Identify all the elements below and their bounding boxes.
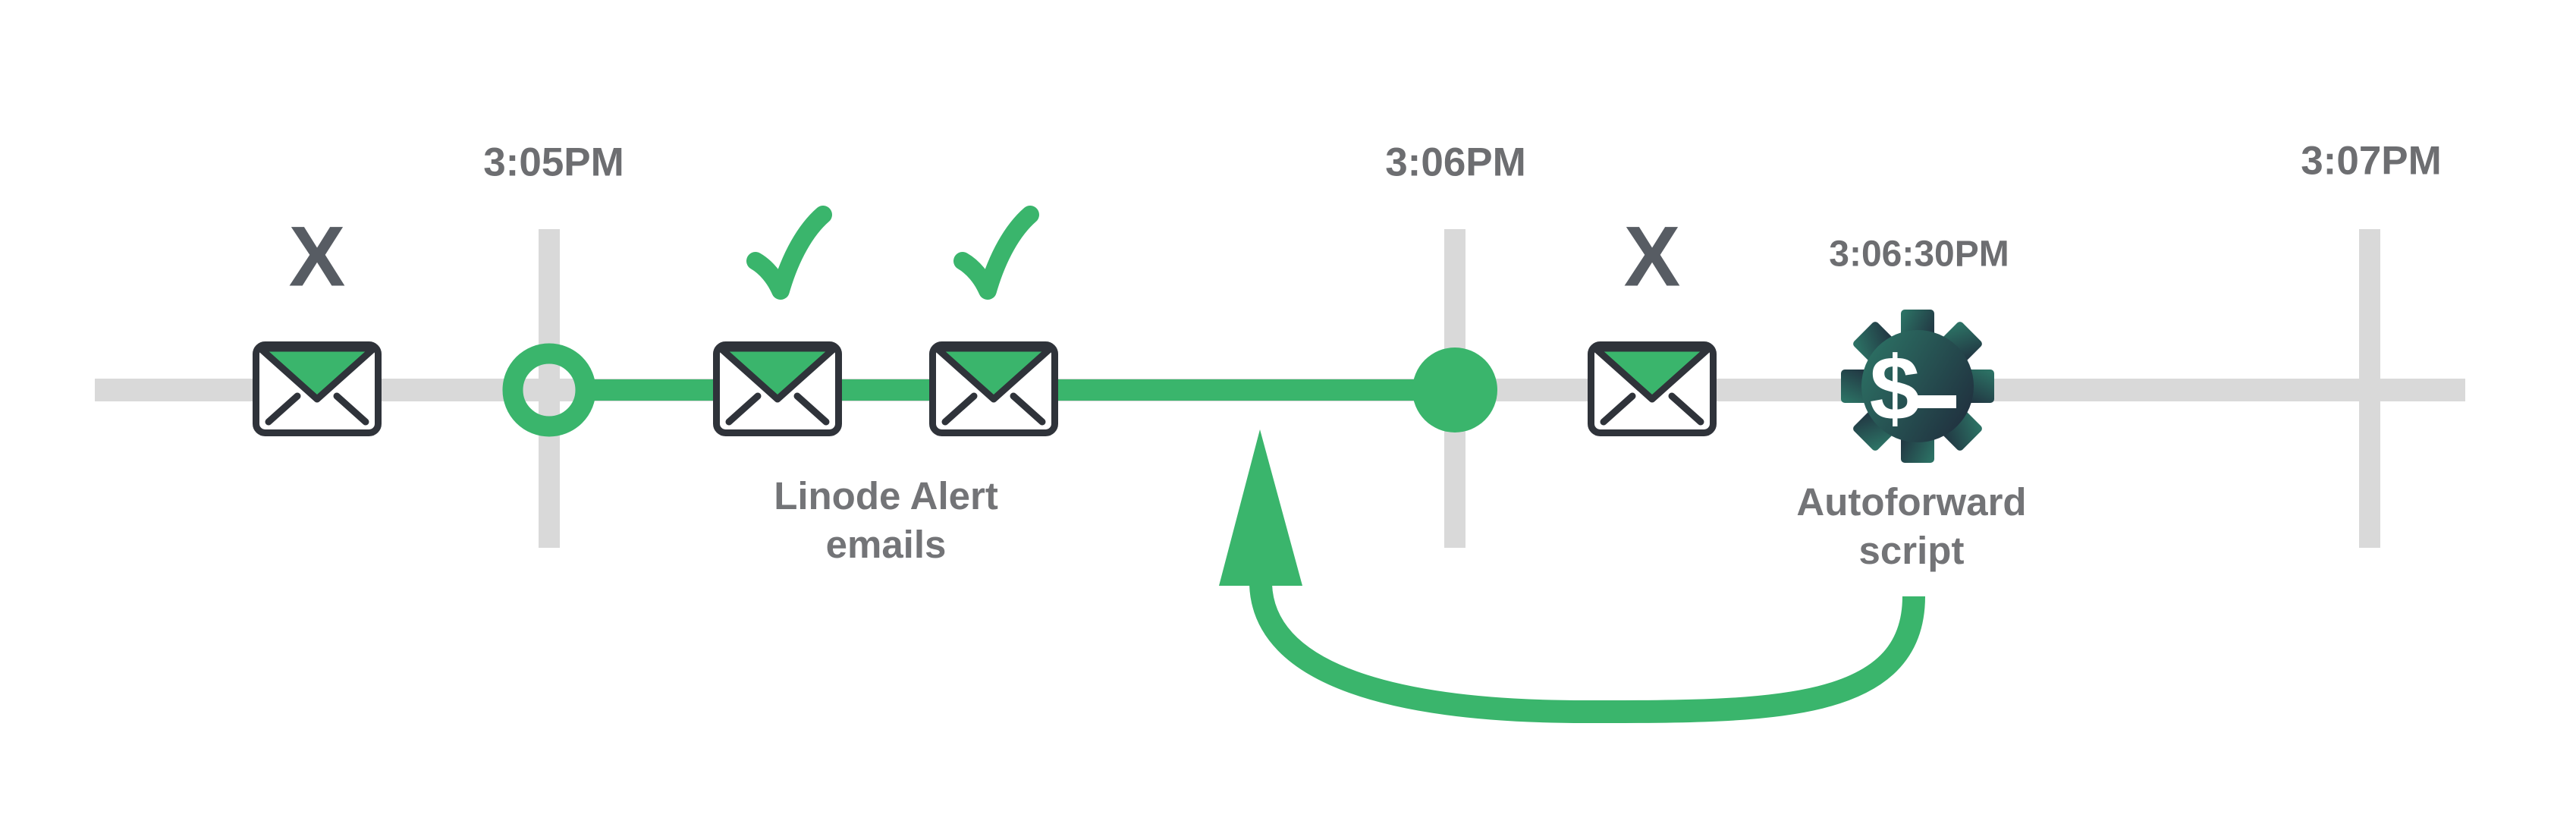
- timestamp-3-06: 3:06PM: [1385, 140, 1526, 185]
- alert-emails-label-line2: emails: [825, 523, 947, 566]
- tick-3-05: [539, 229, 560, 548]
- envelope-icon: [256, 345, 379, 433]
- envelope-icon: [1591, 345, 1714, 433]
- timestamp-3-07: 3:07PM: [2301, 138, 2442, 184]
- autoforward-script-label-line1: Autoforward: [1796, 480, 2027, 524]
- autoforward-script-label: Autoforward script: [1796, 478, 2026, 575]
- envelope-icon: [933, 345, 1055, 433]
- checkmark-icon: [963, 215, 1030, 291]
- start-ring-icon: [502, 343, 596, 437]
- timestamp-3-05: 3:05PM: [483, 140, 624, 185]
- x-mark-icon: X: [1623, 209, 1681, 304]
- x-mark-icon: X: [288, 209, 346, 304]
- envelope-icon: [717, 345, 839, 433]
- end-dot-icon: [1412, 348, 1497, 432]
- shell-prompt-underscore: [1914, 395, 1956, 408]
- timestamp-3-06-30: 3:06:30PM: [1829, 234, 2009, 275]
- gear-icon: $: [1841, 310, 1994, 463]
- alert-emails-label-line1: Linode Alert: [774, 474, 998, 517]
- loopback-arrow: [1249, 583, 1925, 724]
- tick-3-07: [2359, 229, 2380, 548]
- autoforward-script-label-line2: script: [1858, 529, 1965, 572]
- shell-prompt-dollar: $: [1870, 338, 1921, 439]
- alert-emails-label: Linode Alert emails: [774, 472, 998, 569]
- loopback-arrowhead: [1219, 429, 1302, 586]
- checkmark-icon: [756, 215, 823, 291]
